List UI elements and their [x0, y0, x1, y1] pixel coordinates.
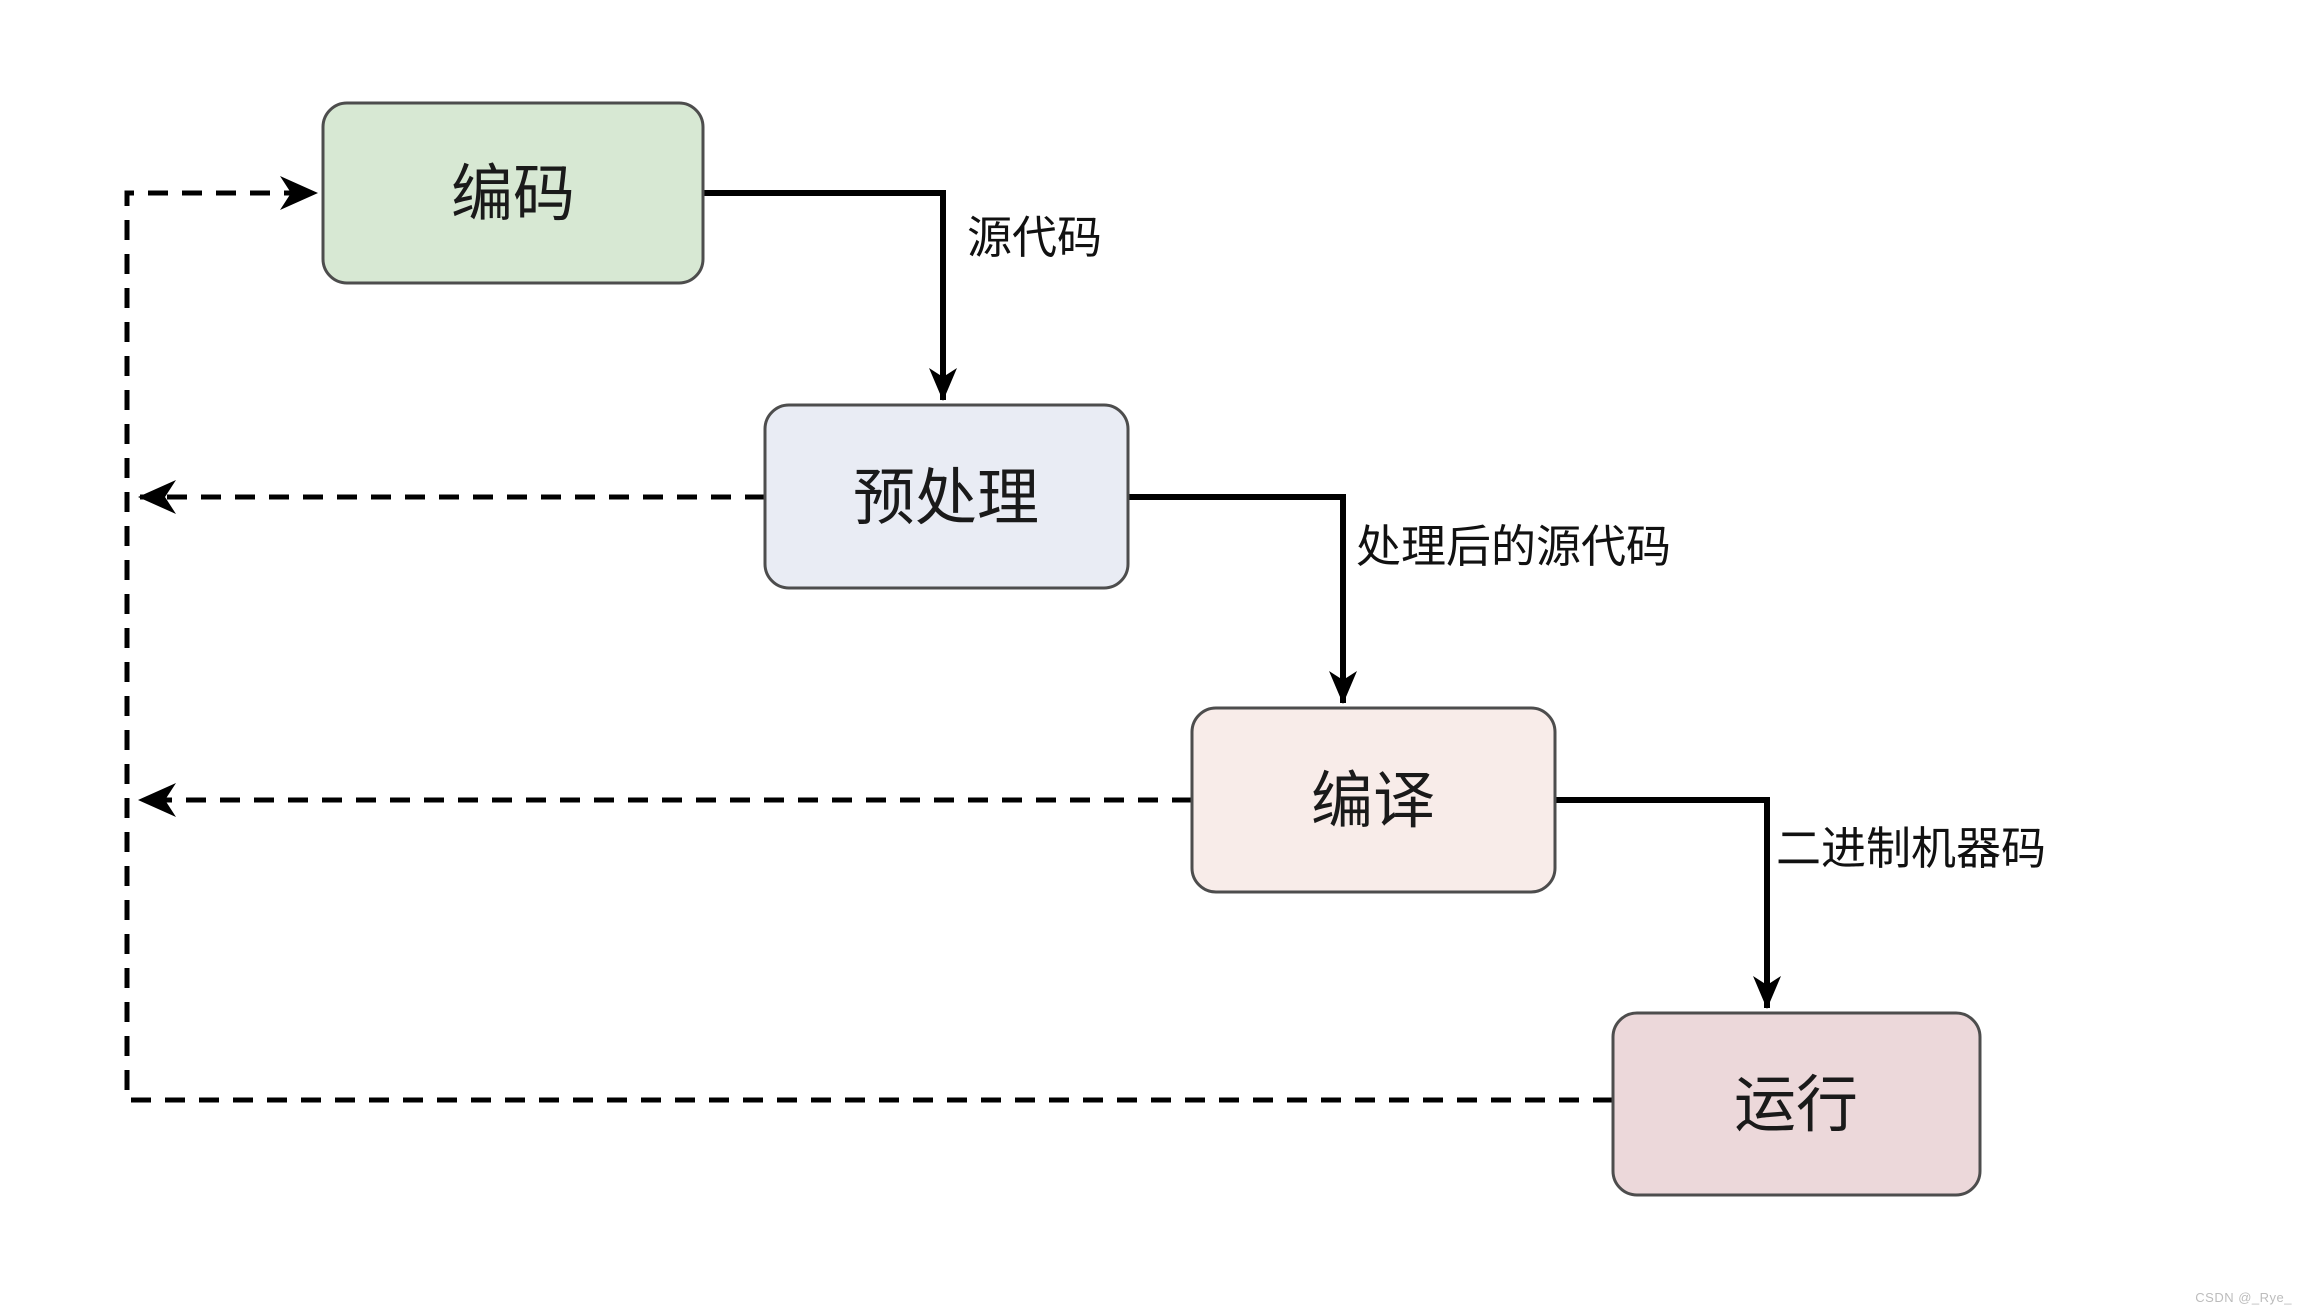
node-run: 运行 [1611, 1011, 1982, 1197]
edge-coding-to-preprocess [703, 190, 957, 401]
node-coding-box [321, 101, 705, 285]
node-preprocess-box [763, 403, 1130, 590]
node-compile-box [1190, 706, 1557, 894]
node-coding: 编码 [321, 101, 705, 285]
edge-label-processed-source-code: 处理后的源代码 [1356, 521, 1671, 572]
node-compile: 编译 [1190, 706, 1557, 894]
node-coding-label: 编码 [451, 160, 575, 229]
feedback-edge-run-to-coding [124, 176, 1613, 1103]
node-run-box [1611, 1011, 1982, 1197]
node-compile-label: 编译 [1311, 767, 1435, 836]
node-preprocess-label: 预处理 [853, 464, 1039, 533]
edge-compile-to-run [1555, 797, 1781, 1009]
node-run-label: 运行 [1734, 1071, 1858, 1140]
watermark-text: CSDN @_Rye_ [2195, 1290, 2292, 1305]
edge-preprocess-to-compile [1128, 494, 1357, 704]
edge-label-binary-machine-code: 二进制机器码 [1776, 823, 2046, 874]
node-preprocess: 预处理 [763, 403, 1130, 590]
edge-label-source-code: 源代码 [967, 212, 1102, 263]
